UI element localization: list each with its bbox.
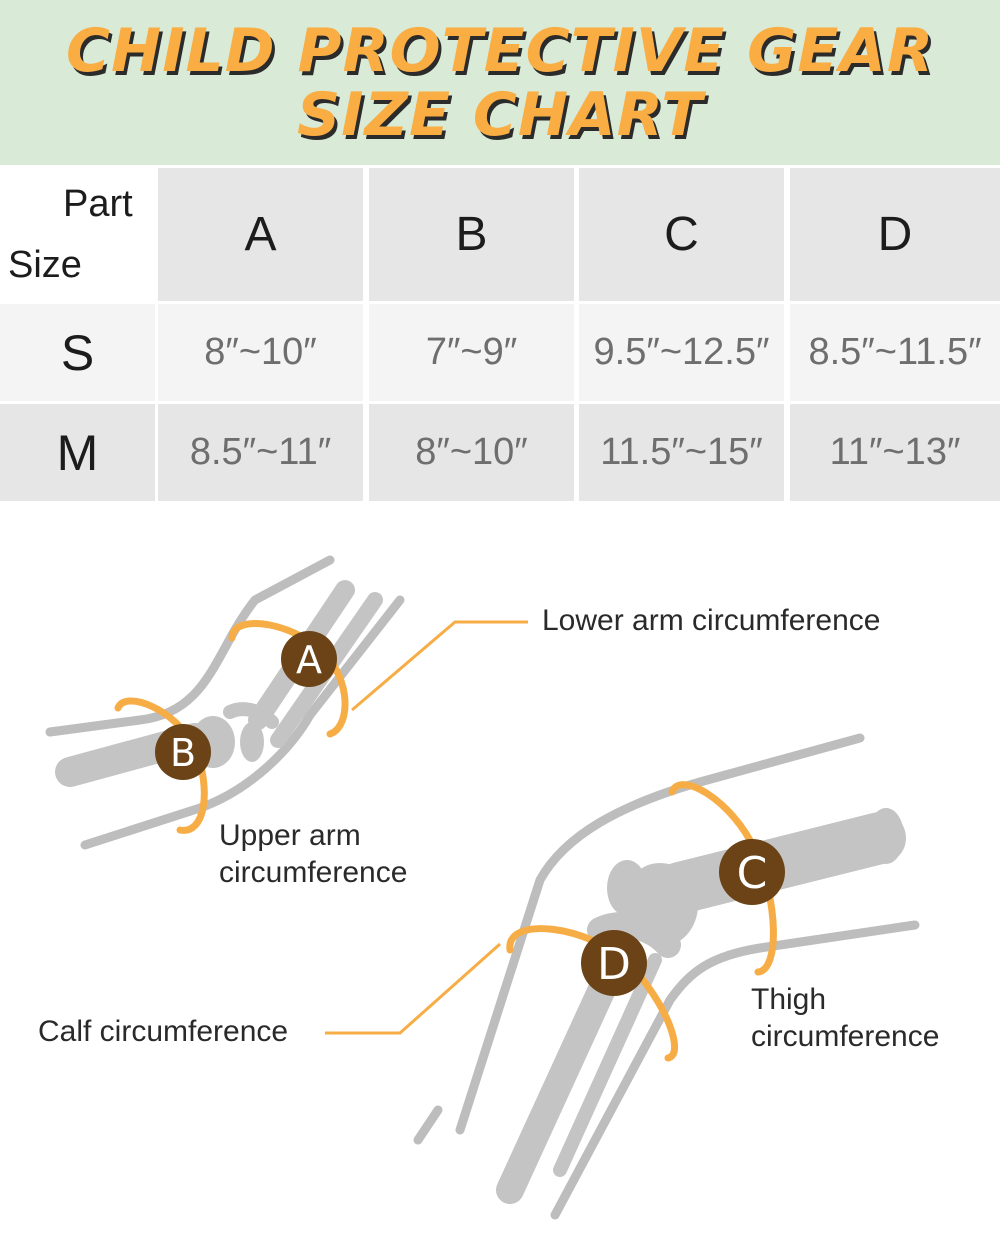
leader-lines	[325, 620, 528, 1035]
badge-a-label: A	[296, 638, 322, 682]
measurement-diagram: A B C D	[45, 555, 920, 1220]
table-cell: 8.5″~11″	[158, 404, 363, 501]
leg-illustration	[413, 733, 920, 1220]
cell-value: 11.5″~15″	[600, 431, 763, 473]
row-header-s: S	[0, 304, 155, 401]
corner-part-label: Part	[63, 183, 133, 225]
table-header-row: Part Size A B C D	[0, 168, 1000, 301]
corner-size-label: Size	[8, 244, 82, 286]
cell-value: 8″~10″	[204, 331, 317, 373]
label-thigh-line2: circumference	[751, 1020, 940, 1053]
table-row-s: S 8″~10″ 7″~9″ 9.5″~12.5″ 8.5″~11.5″	[0, 304, 1000, 401]
table-row-m: M 8.5″~11″ 8″~10″ 11.5″~15″ 11″~13″	[0, 404, 1000, 501]
label-calf: Calf circumference	[38, 1015, 289, 1048]
badge-c: C	[719, 839, 785, 905]
table-cell: 8″~10″	[369, 404, 574, 501]
table-cell: 11.5″~15″	[579, 404, 784, 501]
cell-value: 8″~10″	[415, 431, 528, 473]
column-header-label: C	[664, 208, 699, 261]
label-upper-arm-line2: circumference	[219, 856, 408, 889]
cell-value: 8.5″~11″	[189, 431, 332, 473]
badge-d-label: D	[597, 939, 631, 990]
badge-c-label: C	[737, 848, 768, 899]
column-header-a: A	[158, 168, 363, 301]
column-header-label: D	[877, 208, 913, 261]
row-size-label: M	[56, 424, 99, 481]
table-cell: 8.5″~11.5″	[790, 304, 1000, 401]
badge-d: D	[581, 930, 647, 996]
label-upper-arm-line1: Upper arm	[219, 819, 361, 852]
column-header-label: A	[244, 208, 277, 261]
column-header-d: D	[790, 168, 1000, 301]
table-cell: 8″~10″	[158, 304, 363, 401]
column-header-label: B	[455, 208, 488, 261]
column-header-c: C	[579, 168, 784, 301]
header-banner: CHILD PROTECTIVE GEAR SIZE CHART	[0, 0, 1000, 165]
cell-value: 11″~13″	[829, 431, 961, 473]
table-cell: 11″~13″	[790, 404, 1000, 501]
badge-b: B	[155, 724, 211, 780]
leader-calf	[325, 942, 501, 1035]
row-size-label: S	[60, 324, 95, 381]
corner-diagonal	[1, 168, 154, 301]
table-cell: 9.5″~12.5″	[579, 304, 784, 401]
cell-value: 9.5″~12.5″	[593, 331, 770, 373]
cell-value: 7″~9″	[425, 331, 518, 373]
label-lower-arm: Lower arm circumference	[542, 604, 881, 637]
leader-lower-arm	[351, 620, 528, 712]
column-header-b: B	[369, 168, 574, 301]
badge-a: A	[281, 631, 337, 687]
badge-b-label: B	[170, 731, 196, 775]
label-thigh-line1: Thigh	[751, 983, 827, 1016]
size-table: Part Size A B C D S 8″~10″ 7″~9″ 9.5″~12…	[0, 168, 1000, 501]
table-cell: 7″~9″	[369, 304, 574, 401]
title-line-2: SIZE CHART	[296, 79, 704, 150]
cell-value: 8.5″~11.5″	[808, 331, 982, 373]
title-line-1: CHILD PROTECTIVE GEAR	[65, 15, 935, 86]
row-header-m: M	[0, 404, 155, 501]
